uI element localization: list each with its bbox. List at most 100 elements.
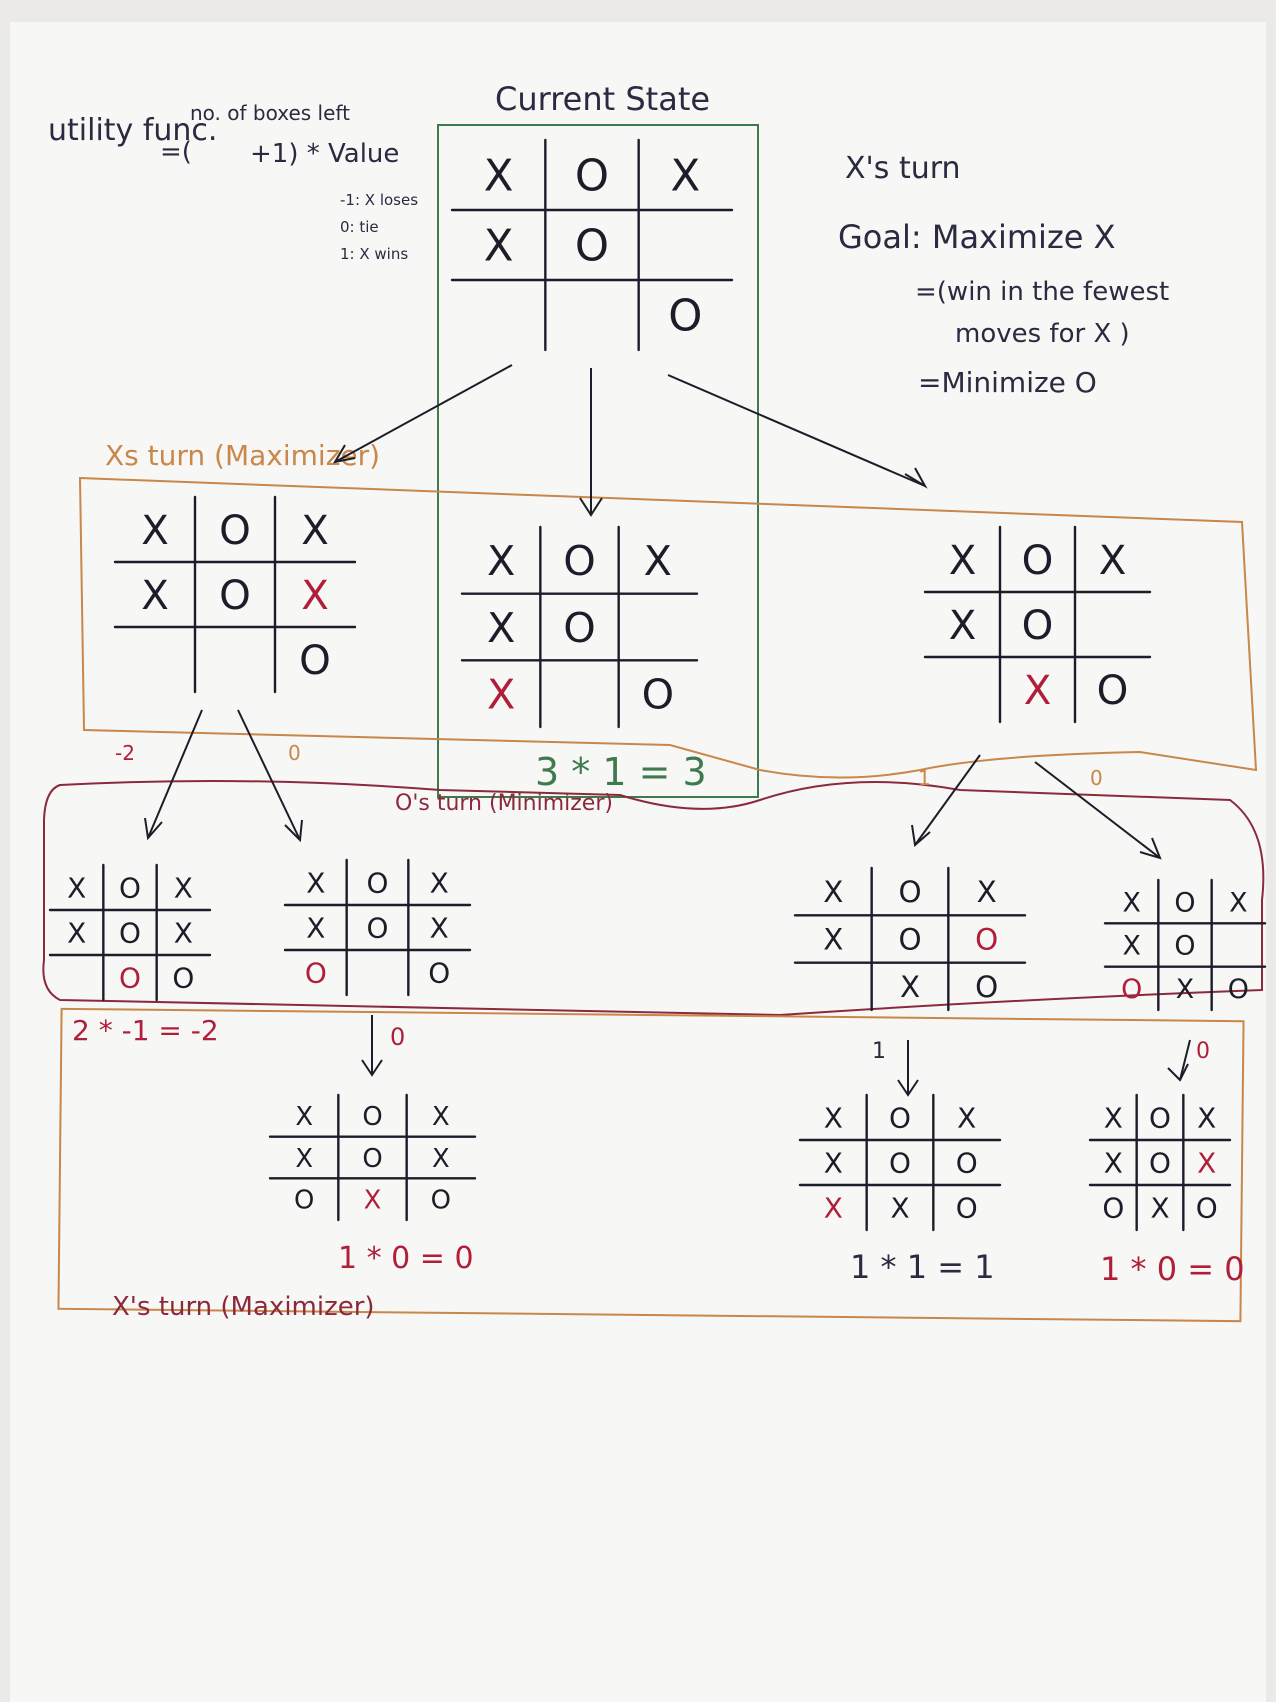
goal-detail-2: moves for X ): [955, 319, 1130, 349]
o-mark: O: [975, 970, 998, 1004]
x-mark: X: [484, 152, 514, 202]
goal-detail-1: =(win in the fewest: [915, 277, 1169, 307]
x-mark: X: [949, 602, 977, 649]
score-mid-leaf: 1 * 0 = 0: [338, 1241, 474, 1276]
x-mark: X: [432, 1144, 450, 1174]
x-mark: X: [1122, 887, 1140, 918]
o-mark: O: [1149, 1102, 1171, 1135]
o-mark: O: [575, 152, 609, 202]
goal-line: Goal: Maximize X: [838, 218, 1116, 256]
x-mark: X: [364, 1185, 382, 1215]
o-mark: O: [1097, 667, 1129, 714]
edge-label-left-right: 0: [288, 741, 301, 765]
x-mark: X: [949, 537, 977, 584]
x-mark: X: [823, 923, 843, 957]
o-mark: O: [119, 872, 141, 905]
x-mark: X: [1197, 1147, 1216, 1180]
x-mark: X: [1229, 887, 1247, 918]
o-mark: O: [119, 962, 141, 995]
current-state-box: [437, 124, 759, 798]
edge-label-down-2: 1: [872, 1039, 886, 1064]
x-mark: X: [430, 912, 449, 945]
x-mark: X: [141, 572, 169, 619]
level1-label: Xs turn (Maximizer): [105, 439, 380, 472]
o-mark: O: [1022, 537, 1054, 584]
x-mark: X: [487, 604, 515, 652]
formula-prefix: =(: [160, 137, 192, 167]
level1-band: [78, 476, 1258, 779]
o-mark: O: [975, 923, 998, 957]
x-mark: X: [1176, 974, 1194, 1005]
formula-boxes: no. of boxes left: [190, 101, 350, 125]
x-mark: X: [900, 970, 920, 1004]
o-mark: O: [299, 637, 331, 684]
x-mark: X: [1150, 1192, 1169, 1225]
edge-label-left-left: -2: [115, 741, 135, 765]
o-mark: O: [1102, 1192, 1124, 1225]
level2-band: [42, 780, 1265, 1017]
x-mark: X: [1104, 1147, 1123, 1180]
level3-band: [57, 1007, 1245, 1323]
x-mark: X: [1024, 667, 1052, 714]
o-mark: O: [668, 292, 702, 342]
x-mark: X: [487, 671, 515, 719]
o-mark: O: [1174, 931, 1195, 962]
x-mark: X: [295, 1144, 313, 1174]
edge-label-right-right: 0: [1090, 766, 1103, 790]
x-mark: X: [432, 1102, 450, 1132]
x-mark: X: [1104, 1102, 1123, 1135]
o-mark: O: [1196, 1192, 1218, 1225]
o-mark: O: [898, 875, 921, 909]
value-win: 1: X wins: [340, 245, 408, 263]
x-mark: X: [301, 572, 329, 619]
x-mark: X: [977, 875, 997, 909]
x-mark: X: [1197, 1102, 1216, 1135]
o-mark: O: [898, 923, 921, 957]
formula-suffix: +1) * Value: [250, 139, 399, 169]
score-left-leaf: 2 * -1 = -2: [72, 1014, 219, 1047]
o-mark: O: [956, 1192, 978, 1225]
o-mark: O: [956, 1147, 978, 1180]
o-mark: O: [575, 222, 609, 272]
x-mark: X: [823, 875, 843, 909]
score-right-leaf-2: 1 * 0 = 0: [1100, 1250, 1245, 1288]
o-mark: O: [428, 957, 450, 990]
o-mark: O: [1174, 887, 1195, 918]
x-mark: X: [644, 537, 672, 585]
o-mark: O: [1022, 602, 1054, 649]
x-mark: X: [306, 912, 325, 945]
o-mark: O: [362, 1144, 382, 1174]
edge-label-down-1: 0: [390, 1023, 405, 1051]
tree-arrows: [144, 364, 1191, 1097]
x-mark: X: [174, 872, 193, 905]
x-mark: X: [484, 222, 514, 272]
o-mark: O: [1121, 974, 1142, 1005]
x-mark: X: [1122, 931, 1140, 962]
x-mark: X: [430, 867, 449, 900]
x-mark: X: [824, 1192, 843, 1225]
x-mark: X: [824, 1102, 843, 1135]
o-mark: O: [172, 962, 194, 995]
x-mark: X: [301, 507, 329, 554]
x-mark: X: [1099, 537, 1127, 584]
x-mark: X: [174, 917, 193, 950]
score-center: 3 * 1 = 3: [535, 750, 707, 794]
o-mark: O: [362, 1102, 382, 1132]
x-mark: X: [306, 867, 325, 900]
x-mark: X: [890, 1192, 909, 1225]
edge-label-right-left: 1: [918, 766, 931, 790]
o-mark: O: [889, 1147, 911, 1180]
o-mark: O: [642, 671, 675, 719]
o-mark: O: [563, 537, 596, 585]
x-mark: X: [957, 1102, 976, 1135]
current-state-title: Current State: [495, 80, 710, 118]
